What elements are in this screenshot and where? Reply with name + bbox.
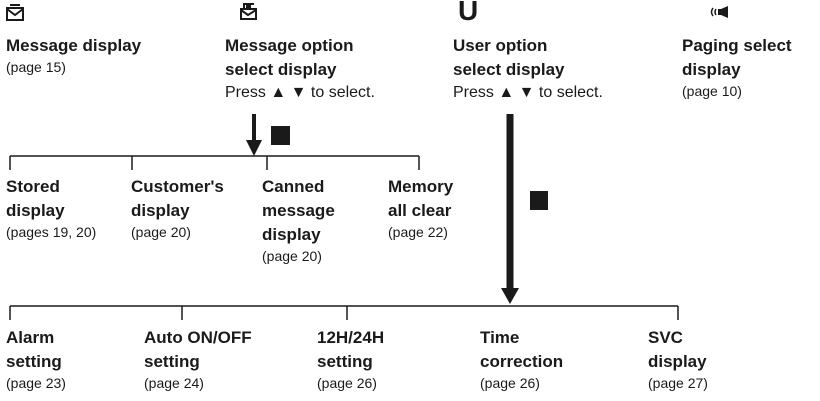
page-reference: (page 24)	[144, 375, 204, 391]
page-reference: (page 10)	[682, 83, 742, 99]
page-reference: (page 27)	[648, 375, 708, 391]
section-title: Message display	[6, 36, 142, 55]
canned-message-display-item: Canned message display (page 20)	[262, 177, 335, 264]
page-reference: (page 23)	[6, 375, 66, 391]
envelope-icon	[6, 4, 26, 22]
page-reference: (page 20)	[262, 248, 322, 264]
section-title: User option select display	[453, 36, 565, 79]
page-reference: (pages 19, 20)	[6, 224, 97, 240]
press-instruction: Press ▲ ▼ to select.	[225, 84, 375, 101]
customers-display-item: Customer's display (page 20)	[131, 177, 224, 240]
auto-on-off-setting-item: Auto ON/OFF setting (page 24)	[144, 328, 252, 391]
user-option-section: User option select display Press ▲ ▼ to …	[453, 34, 603, 104]
press-instruction: Press ▲ ▼ to select.	[453, 84, 603, 101]
time-correction-item: Time correction (page 26)	[480, 328, 564, 391]
message-option-arrowhead	[246, 140, 262, 156]
section-title: Paging select display	[682, 36, 792, 79]
section-title: Message option select display	[225, 36, 354, 79]
page-reference: (page 26)	[317, 375, 377, 391]
message-display-section: Message display (page 15)	[6, 34, 141, 77]
message-option-section: Message option select display Press ▲ ▼ …	[225, 34, 375, 104]
page-reference: (page 15)	[6, 59, 66, 75]
alarm-setting-item: Alarm setting (page 23)	[6, 328, 66, 391]
user-option-icon: Ü	[458, 0, 479, 26]
message-option-icon	[238, 2, 260, 22]
mode-button-icon	[271, 126, 290, 145]
page-reference: (page 26)	[480, 375, 540, 391]
page-reference: (page 20)	[131, 224, 191, 240]
mode-button-icon	[530, 191, 548, 210]
page-reference: (page 22)	[388, 224, 448, 240]
svc-display-item: SVC display (page 27)	[648, 328, 708, 391]
paging-select-section: Paging select display (page 10)	[682, 34, 792, 101]
memory-all-clear-item: Memory all clear (page 22)	[388, 177, 454, 240]
12h-24h-setting-item: 12H/24H setting (page 26)	[317, 328, 385, 391]
user-option-arrowhead	[501, 288, 519, 304]
paging-icon	[710, 5, 732, 19]
stored-display-item: Stored display (pages 19, 20)	[6, 177, 97, 240]
